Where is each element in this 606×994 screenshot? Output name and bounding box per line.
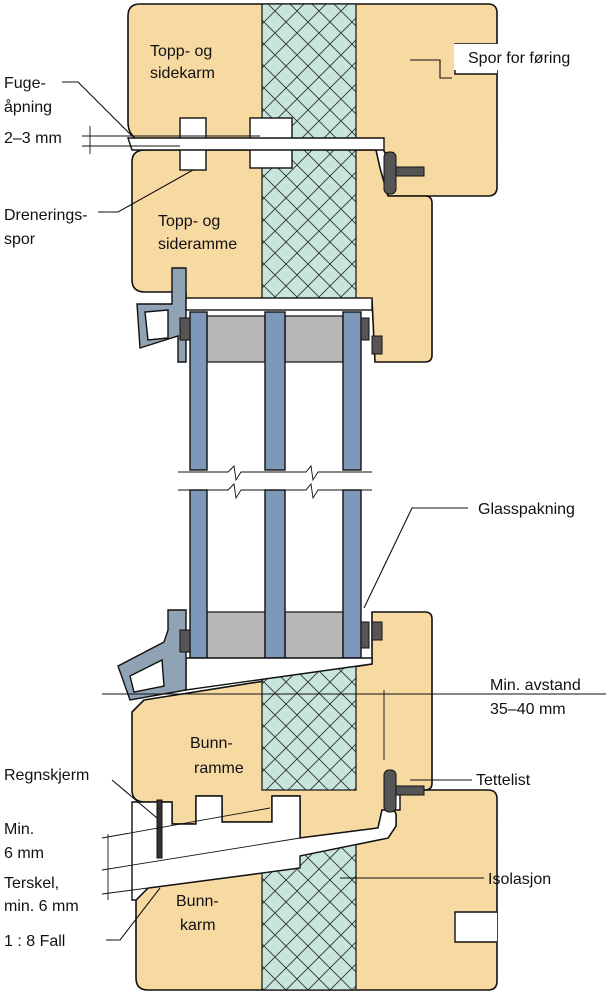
sash-gasket-bottom: [371, 621, 383, 641]
label-min-6mm-2: 6 mm: [4, 845, 44, 862]
leader-lines: [62, 59, 484, 941]
label-joint-gap-2: åpning: [4, 98, 52, 116]
setting-block-top: [185, 297, 373, 311]
weatherstrip-bottom: [383, 769, 425, 813]
label-drainage-groove-1: Drenerings-: [4, 207, 88, 224]
label-bottom-sash-2: ramme: [194, 760, 244, 777]
label-joint-gap-3: 2–3 mm: [4, 130, 62, 147]
label-min-6mm-1: Min.: [4, 821, 34, 838]
label-glazing-gasket: Glasspakning: [478, 501, 575, 518]
glass-gasket-bottom-right: [360, 621, 370, 649]
label-top-side-sash-2: sideramme: [158, 236, 237, 253]
label-bottom-frame-1: Bunn-: [176, 893, 219, 910]
label-threshold-2: min. 6 mm: [4, 898, 79, 915]
label-insulation: Isolasjon: [488, 871, 551, 888]
rain-screen: [156, 799, 163, 859]
label-top-side-sash-1: Topp- og: [158, 213, 220, 230]
label-bottom-sash-1: Bunn-: [190, 735, 233, 752]
label-slope: 1 : 8 Fall: [4, 933, 65, 950]
triple-glazing: [178, 311, 372, 659]
label-min-distance-2: 35–40 mm: [490, 701, 566, 718]
label-weatherstrip: Tettelist: [476, 772, 531, 789]
label-rain-screen: Regnskjerm: [4, 767, 89, 784]
sash-gasket-top: [371, 335, 383, 355]
label-threshold-1: Terskel,: [4, 875, 59, 892]
label-drainage-groove-2: spor: [4, 231, 36, 248]
bottom-sash: [131, 611, 433, 839]
label-joint-gap-1: Fuge-: [4, 75, 46, 92]
insulation-sash-top: [261, 149, 357, 301]
insulation-sash-bottom: [261, 663, 357, 791]
label-min-distance-1: Min. avstand: [490, 677, 581, 694]
weatherstrip-top: [383, 151, 425, 195]
label-top-side-frame-1: Topp- og: [150, 43, 212, 60]
aluminium-bead-bottom: [117, 609, 187, 701]
label-bottom-frame-2: karm: [180, 917, 216, 934]
top-side-sash: [131, 149, 433, 363]
dimension-lines: [82, 126, 606, 900]
label-top-side-frame-2: sidekarm: [150, 65, 215, 82]
label-guide-groove: Spor for føring: [468, 50, 570, 67]
glass-gasket-top-left: [179, 317, 191, 341]
glass-gasket-top-right: [360, 317, 370, 341]
drainage-grooves: [127, 117, 385, 171]
glass-gasket-bottom-left: [179, 629, 191, 653]
